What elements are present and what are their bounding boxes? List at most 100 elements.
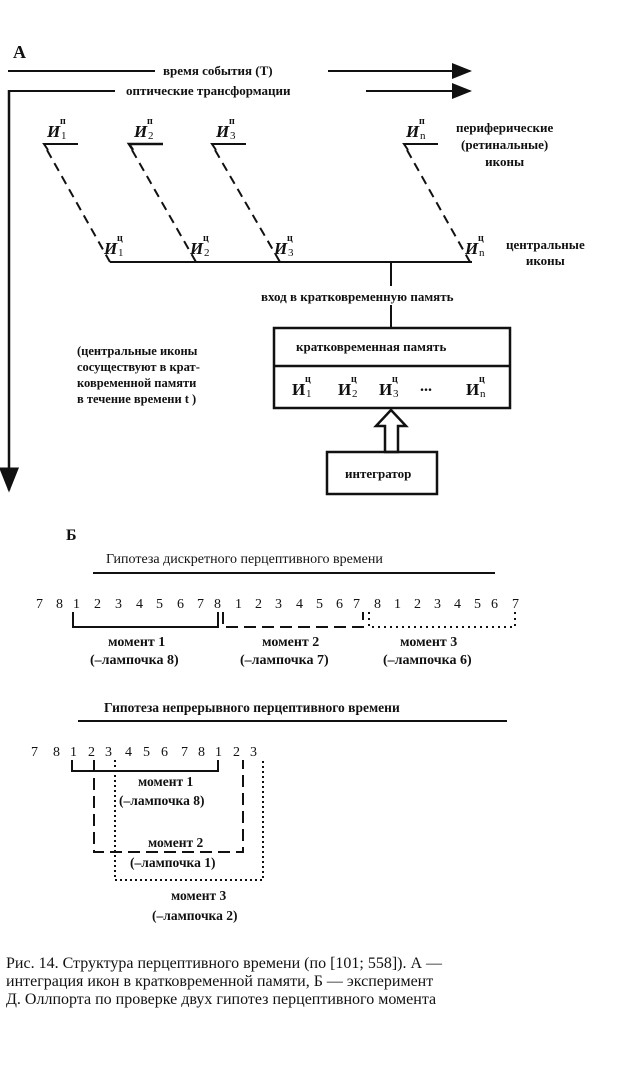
sequence-number: 2	[414, 597, 421, 612]
continuous-moment-1-bracket	[71, 760, 219, 772]
stm-ellipsis: ...	[420, 378, 432, 395]
sequence-number: 6	[491, 597, 498, 612]
stm-input-label: вход в кратковременную память	[261, 289, 454, 304]
discrete-moment-2-bracket	[222, 612, 364, 628]
sequence-number: 2	[255, 597, 262, 612]
sequence-number: 8	[56, 597, 63, 612]
sequence-number: 2	[233, 745, 240, 760]
continuous-moment-2-note: (–лампочка 1)	[130, 855, 216, 870]
peripheral-label-line: иконы	[485, 154, 525, 169]
continuous-moment-3-bracket	[114, 760, 264, 881]
transform-dash-2	[131, 149, 197, 263]
sequence-number: 1	[394, 597, 401, 612]
sequence-number: 3	[434, 597, 441, 612]
sequence-number: 2	[88, 745, 95, 760]
sequence-number: 3	[105, 745, 112, 760]
sequence-number: 1	[235, 597, 242, 612]
integrator-label: интегратор	[345, 466, 412, 481]
sequence-number: 3	[275, 597, 282, 612]
event-time-label: время события (Т)	[163, 63, 273, 78]
integrator-arrow	[373, 408, 409, 454]
sequence-number: 7	[181, 745, 188, 760]
sequence-number: 4	[454, 597, 461, 612]
peripheral-tick-1	[42, 143, 78, 151]
sequence-number: 4	[296, 597, 303, 612]
sequence-number: 5	[474, 597, 481, 612]
caption-line: Д. Оллпорта по проверке двух гипотез пер…	[6, 991, 437, 1008]
panel-b-letter: Б	[66, 527, 77, 544]
discrete-moment-1-bracket	[72, 612, 219, 628]
coexist-note: (центральные иконы сосуществуют в крат- …	[77, 343, 200, 407]
discrete-moment-3-note: (–лампочка 6)	[383, 653, 472, 668]
sequence-number: 1	[73, 597, 80, 612]
sequence-number: 7	[36, 597, 43, 612]
continuous-title: Гипотеза непрерывного перцептивного врем…	[104, 700, 400, 715]
sequence-number: 8	[214, 597, 221, 612]
coexist-note-line: ковременной памяти	[77, 376, 197, 390]
sequence-number: 6	[336, 597, 343, 612]
discrete-moment-1-name: момент 1	[108, 635, 166, 650]
sequence-number: 8	[374, 597, 381, 612]
caption-line: Рис. 14. Структура перцептивного времени…	[6, 955, 443, 972]
discrete-title: Гипотеза дискретного перцептивного време…	[106, 552, 383, 567]
peripheral-tick-3	[210, 143, 246, 151]
peripheral-label-line: периферические	[456, 120, 554, 135]
discrete-moment-2-note: (–лампочка 7)	[240, 653, 329, 668]
sequence-number: 3	[250, 745, 257, 760]
discrete-moment-3-bracket	[368, 612, 516, 628]
sequence-number: 8	[198, 745, 205, 760]
discrete-moment-3-name: момент 3	[400, 635, 458, 650]
integrator-box	[325, 450, 439, 496]
sequence-number: 5	[316, 597, 323, 612]
sequence-number: 7	[353, 597, 360, 612]
sequence-number: 7	[31, 745, 38, 760]
sequence-number: 6	[177, 597, 184, 612]
transform-dash-n	[406, 149, 471, 263]
coexist-note-line: в течение времени t )	[77, 392, 197, 406]
transform-dash-3	[214, 149, 281, 263]
sequence-number: 1	[70, 745, 77, 760]
transform-dash-1	[46, 149, 111, 263]
sequence-number: 6	[161, 745, 168, 760]
central-label-line: иконы	[525, 253, 565, 268]
sequence-number: 3	[115, 597, 122, 612]
continuous-moment-1-note: (–лампочка 8)	[119, 793, 205, 808]
sequence-number: 4	[136, 597, 143, 612]
sequence-number: 2	[94, 597, 101, 612]
optical-transform-label: оптические трансформации	[126, 83, 291, 98]
continuous-moment-2-name: момент 2	[148, 835, 204, 850]
sequence-number: 5	[156, 597, 163, 612]
coexist-note-line: (центральные иконы	[77, 344, 198, 358]
continuous-moment-1-name: момент 1	[138, 774, 194, 789]
coexist-note-line: сосуществуют в крат-	[77, 360, 200, 374]
peripheral-label: периферические (ретинальные) иконы	[456, 119, 553, 170]
continuous-moment-2-bracket	[93, 760, 244, 853]
peripheral-label-line: (ретинальные)	[461, 137, 549, 152]
sequence-number: 7	[512, 597, 519, 612]
figure-caption: Рис. 14. Структура перцептивного времени…	[6, 955, 612, 1009]
sequence-number: 1	[215, 745, 222, 760]
central-label-line: центральные	[506, 237, 585, 252]
panel-a-letter: А	[13, 42, 26, 62]
sequence-number: 8	[53, 745, 60, 760]
discrete-moment-2-name: момент 2	[262, 635, 320, 650]
sequence-number: 7	[197, 597, 204, 612]
peripheral-tick-n	[402, 143, 438, 151]
continuous-moment-3-name: момент 3	[171, 888, 227, 903]
stm-box	[272, 326, 512, 410]
caption-line: интеграция икон в кратковременной памяти…	[6, 973, 434, 990]
continuous-moment-3-note: (–лампочка 2)	[152, 908, 238, 923]
sequence-number: 5	[143, 745, 150, 760]
discrete-moment-1-note: (–лампочка 8)	[90, 653, 179, 668]
